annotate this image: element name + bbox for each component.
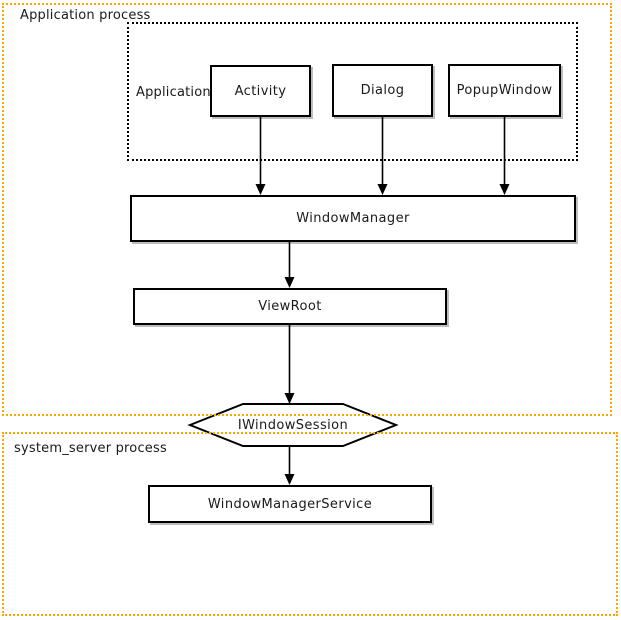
edge-windowmanager-to-viewroot: [284, 242, 295, 288]
node-activity-label: Activity: [234, 83, 287, 99]
node-view-root-label: ViewRoot: [258, 299, 322, 314]
application-process-label: Application process: [20, 8, 151, 23]
application-group-label: Application: [136, 85, 211, 100]
system-server-process-label: system_server process: [14, 441, 167, 456]
node-window-manager-label: WindowManager: [296, 211, 410, 226]
node-window-manager: WindowManager: [130, 195, 576, 242]
node-dialog: Dialog: [332, 64, 433, 117]
system-server-process-box: system_server process: [2, 432, 618, 616]
node-iwindow-session-label: IWindowSession: [237, 417, 349, 433]
node-popup-window: PopupWindow: [448, 64, 561, 117]
node-window-manager-service-label: WindowManagerService: [207, 496, 373, 512]
node-popup-window-label: PopupWindow: [456, 83, 553, 98]
edge-viewroot-to-iwindowsession: [284, 325, 295, 404]
edge-iwindowsession-to-wms: [284, 446, 295, 485]
node-window-manager-service: WindowManagerService: [148, 485, 432, 523]
node-view-root: ViewRoot: [133, 288, 447, 325]
node-dialog-label: Dialog: [360, 83, 405, 98]
node-activity: Activity: [210, 65, 311, 117]
application-group-box: [127, 22, 578, 161]
